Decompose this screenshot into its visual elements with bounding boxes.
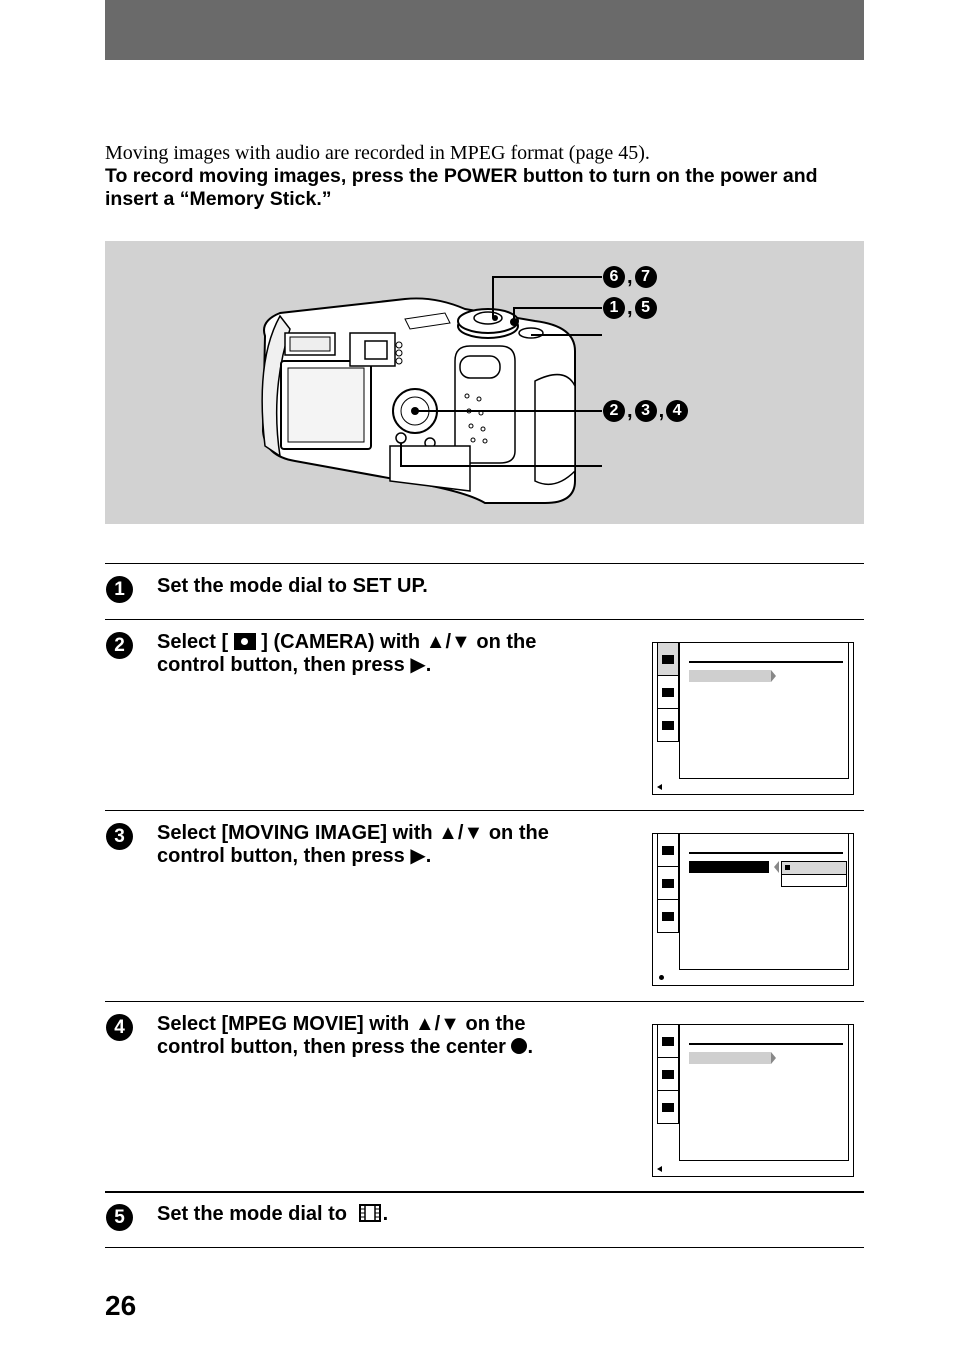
menu-tabs	[657, 643, 679, 742]
setup-tab-icon	[657, 867, 679, 900]
menu-panel	[679, 643, 849, 779]
callout-mode-dial-top: 6,7	[603, 266, 657, 288]
step-2-text-part: Select [	[157, 631, 229, 653]
page-number: 26	[105, 1290, 137, 1321]
camera-figure: 6,7 1,5 2,3,4	[105, 241, 864, 524]
step-2-text-line2: control button, then press ▶.	[157, 654, 432, 676]
settings-tab-icon	[657, 709, 679, 742]
step-5-text-part: Set the mode dial to	[157, 1203, 348, 1225]
setup-tab-icon	[657, 676, 679, 709]
callout-number: 1	[603, 297, 625, 319]
divider	[105, 1247, 864, 1248]
menu-divider	[689, 1043, 843, 1045]
settings-tab-icon	[657, 1091, 679, 1124]
camera-illustration	[261, 276, 602, 504]
menu-tabs	[657, 1025, 679, 1124]
camera-tab-icon	[657, 834, 679, 867]
callout-control-button: 2,3,4	[603, 400, 689, 422]
menu-panel	[679, 834, 849, 970]
movie-mode-icon	[358, 1204, 381, 1222]
menu-divider	[689, 852, 843, 854]
step-1-text: Set the mode dial to SET UP.	[157, 575, 428, 597]
menu-screen-step-4	[652, 1024, 854, 1177]
step-number: 5	[106, 1204, 133, 1231]
camera-tab-icon	[657, 643, 679, 676]
intro-instruction: To record moving images, press the POWER…	[105, 165, 818, 210]
arrow-left-icon	[657, 1166, 662, 1172]
menu-tabs	[657, 834, 679, 933]
settings-tab-icon	[657, 900, 679, 933]
divider	[105, 810, 864, 811]
step-3-text-line1: Select [MOVING IMAGE] with ▲/▼ on the	[157, 822, 549, 844]
camera-icon	[233, 633, 256, 650]
step-4-text-line1: Select [MPEG MOVIE] with ▲/▼ on the	[157, 1013, 526, 1035]
divider	[105, 1001, 864, 1002]
callout-number: 2	[603, 400, 625, 422]
callout-number: 6	[603, 266, 625, 288]
camera-tab-icon	[657, 1025, 679, 1058]
divider	[105, 619, 864, 620]
submenu-highlight	[782, 862, 846, 875]
menu-panel	[679, 1025, 849, 1161]
menu-highlight-bar	[689, 670, 771, 682]
step-4-text-part: .	[527, 1036, 534, 1058]
callout-number: 3	[634, 400, 657, 422]
menu-screen-step-2	[652, 642, 854, 795]
callout-mode-dial: 1,5	[603, 297, 657, 319]
arrow-left-icon	[657, 784, 662, 790]
callout-number: 7	[634, 266, 657, 288]
step-4-text: Select [MPEG MOVIE] with ▲/▼ on the cont…	[157, 1013, 533, 1059]
step-3-text-line2: control button, then press ▶.	[157, 845, 432, 867]
step-number: 4	[106, 1014, 133, 1041]
arrow-left-icon	[774, 861, 779, 873]
intro-lead: Moving images with audio are recorded in…	[105, 142, 650, 164]
header-bar	[105, 0, 864, 60]
bullet-icon	[785, 865, 790, 870]
submenu-box	[781, 861, 847, 887]
menu-highlight-bar	[689, 1052, 771, 1064]
step-3-text: Select [MOVING IMAGE] with ▲/▼ on the co…	[157, 822, 549, 868]
arrow-right-icon	[771, 1052, 776, 1064]
divider	[105, 563, 864, 564]
step-2-text-part: ] (CAMERA) with ▲/▼ on the	[261, 631, 537, 653]
menu-divider	[689, 661, 843, 663]
step-5-text-part: .	[382, 1203, 389, 1225]
dot-icon	[659, 975, 664, 980]
center-button-icon	[511, 1038, 528, 1054]
step-2-text: Select [ ] (CAMERA) with ▲/▼ on the cont…	[157, 631, 536, 677]
arrow-right-icon	[771, 670, 776, 682]
callout-number: 5	[634, 297, 657, 319]
setup-tab-icon	[657, 1058, 679, 1091]
intro-text: Moving images with audio are recorded in…	[105, 142, 865, 211]
step-number: 2	[106, 632, 133, 659]
step-number: 1	[106, 576, 133, 603]
step-4-text-part: control button, then press the center	[157, 1036, 506, 1058]
menu-selected-item	[689, 861, 769, 873]
callout-number: 4	[666, 400, 689, 422]
divider	[105, 1191, 864, 1193]
step-5-text: Set the mode dial to .	[157, 1203, 388, 1226]
menu-screen-step-3	[652, 833, 854, 986]
step-number: 3	[106, 823, 133, 850]
